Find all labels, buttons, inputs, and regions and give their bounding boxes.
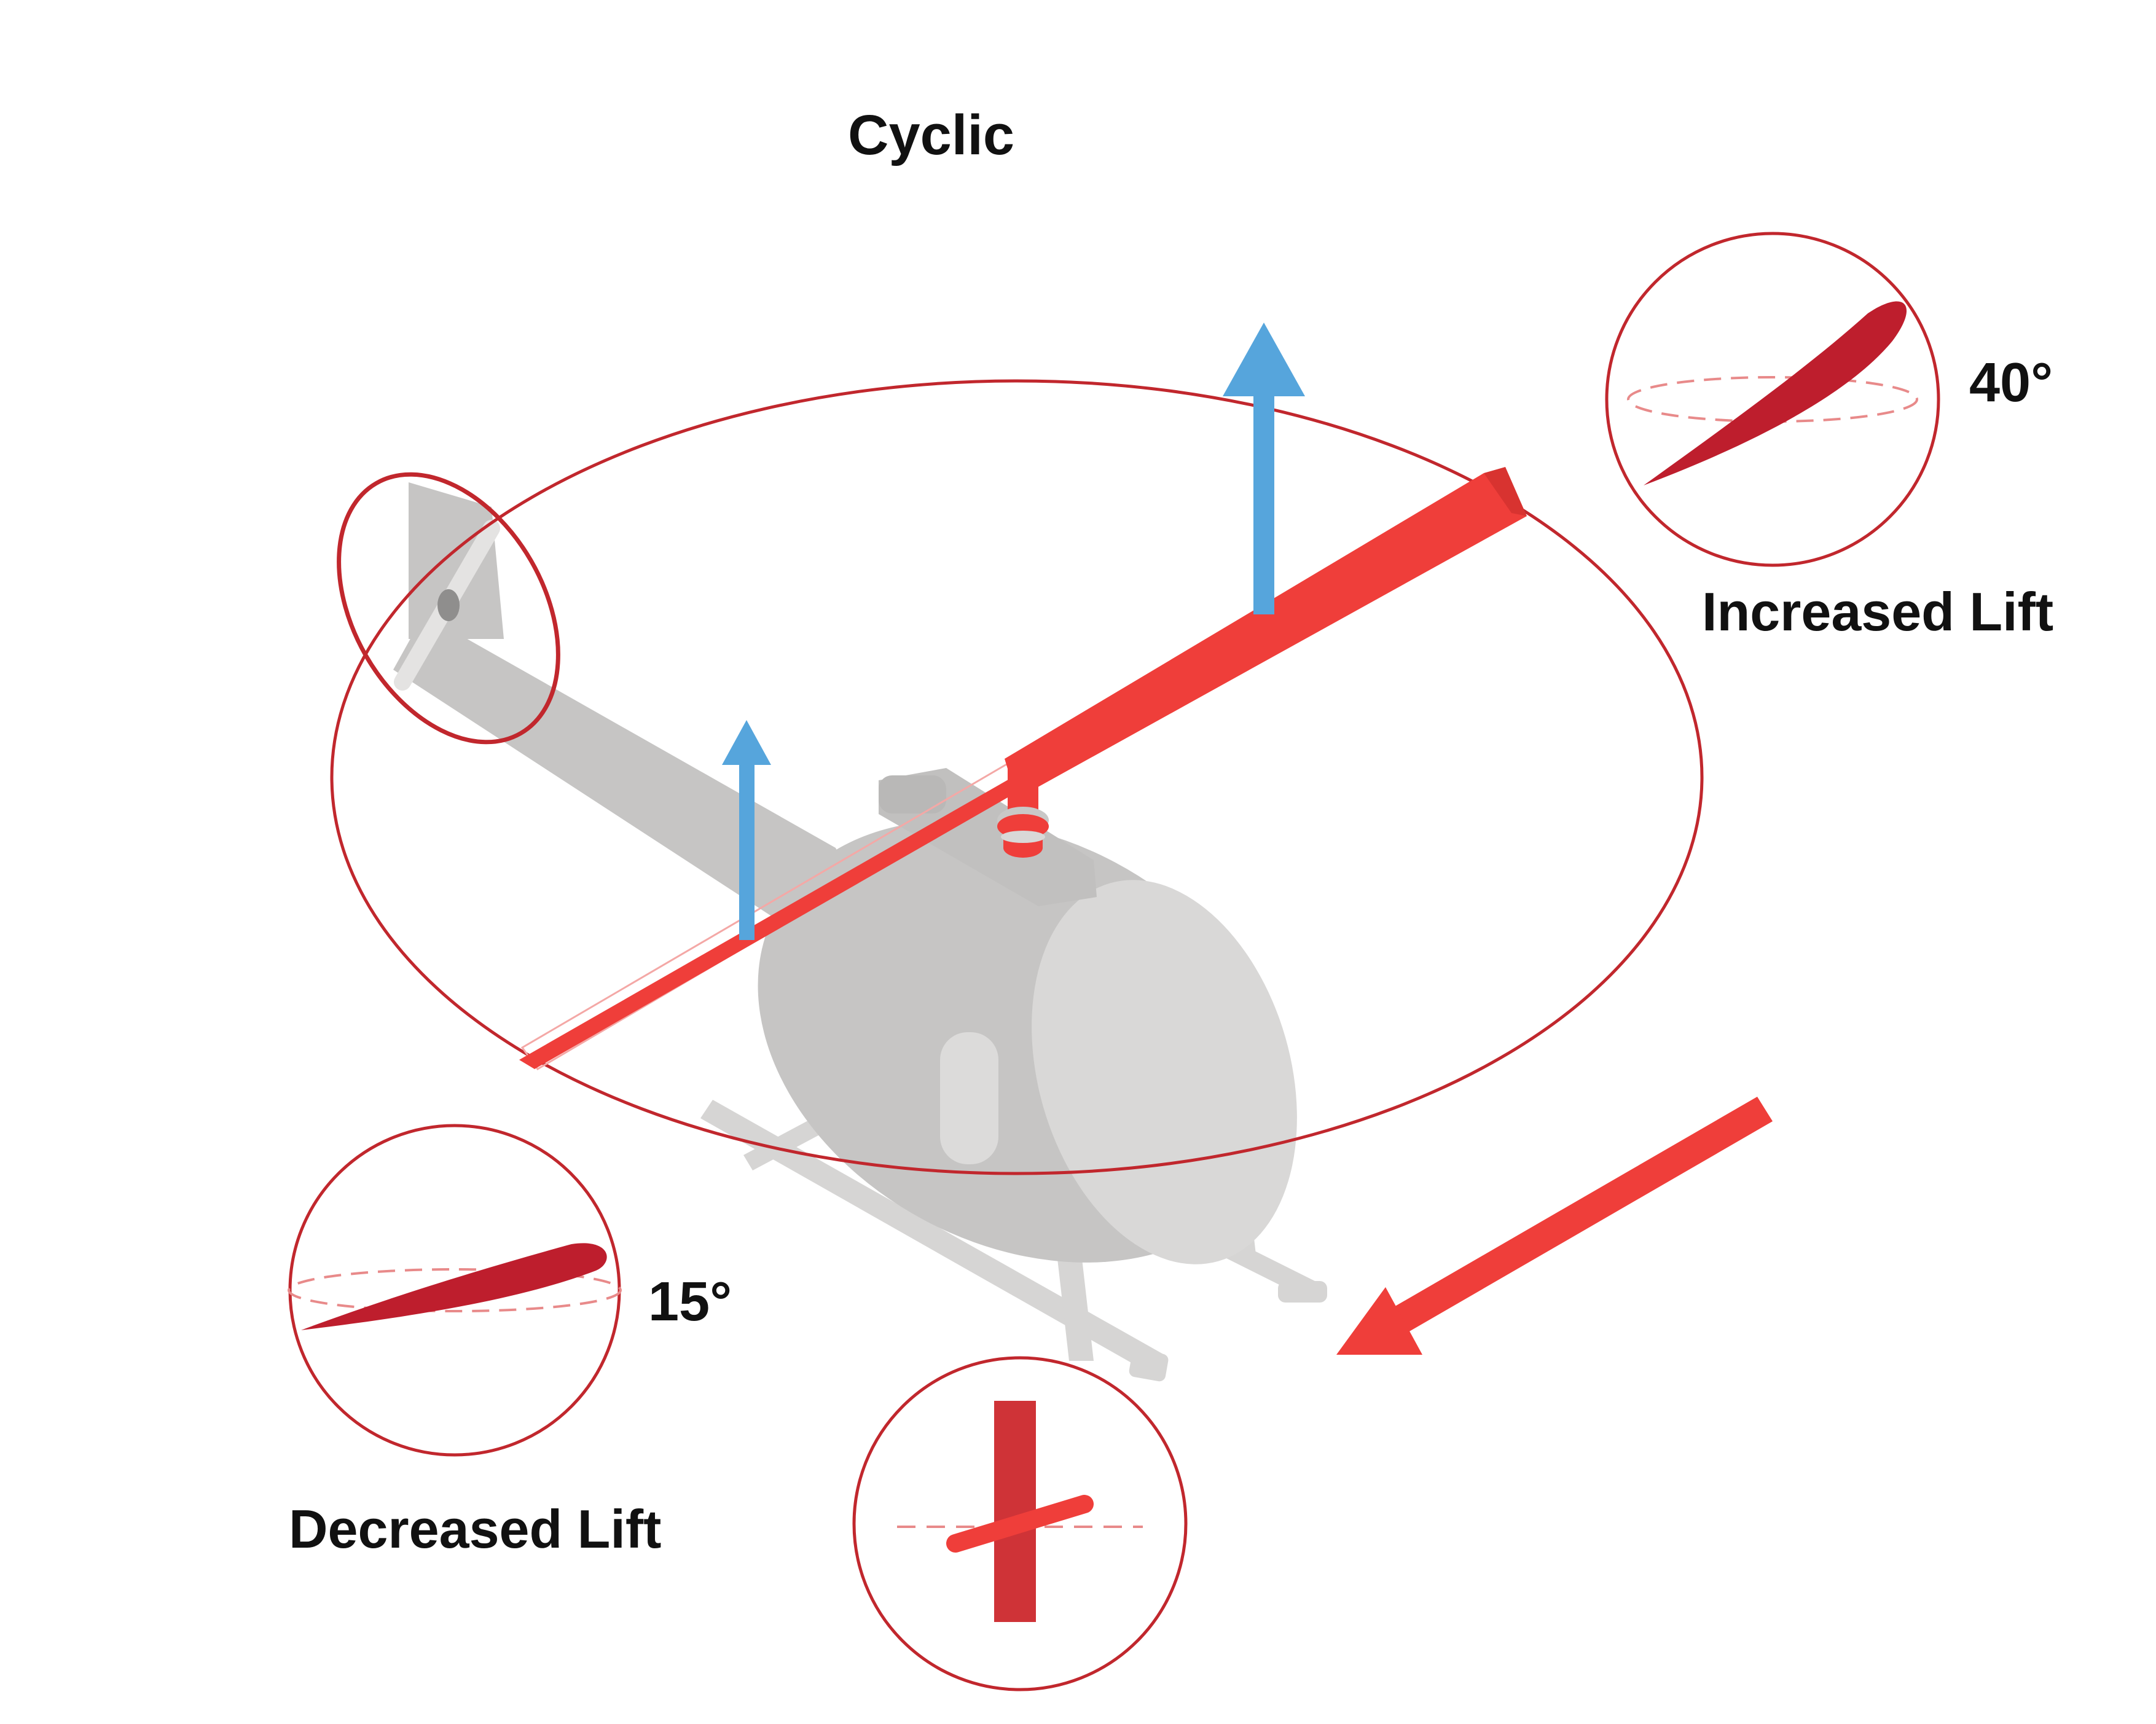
decreased-lift-label: Decreased Lift: [289, 1499, 662, 1559]
advancing-blade: [1005, 473, 1527, 799]
tilted-plate-icon: [946, 1495, 1094, 1553]
cockpit-window: [1032, 880, 1297, 1264]
main-rotor-disc: [330, 379, 1704, 1175]
tail-fin: [409, 482, 504, 639]
increased-lift-detail: [1605, 232, 1940, 567]
airfoil-40: [1644, 301, 1907, 485]
cyclic-tilt-detail: [852, 1356, 1188, 1691]
helicopter: [393, 482, 1327, 1382]
rotor-hub: [997, 762, 1049, 858]
lift-arrow-small: [722, 720, 771, 940]
tail-rotor: [394, 520, 500, 691]
decreased-lift-detail: [288, 1124, 622, 1457]
rotor-blades: [519, 467, 1527, 1070]
increased-angle-label: 40°: [1969, 352, 2053, 413]
door-window: [940, 1032, 998, 1164]
tail-rotor-disc: [337, 472, 560, 745]
airfoil-15: [301, 1243, 607, 1330]
decreased-angle-label: 15°: [648, 1271, 732, 1333]
retreating-blade: [519, 773, 1025, 1069]
lift-arrow-large: [1223, 323, 1305, 614]
increased-lift-label: Increased Lift: [1702, 581, 2054, 642]
diagram-title: Cyclic: [848, 104, 1015, 167]
direction-arrow: [1336, 1097, 1773, 1355]
